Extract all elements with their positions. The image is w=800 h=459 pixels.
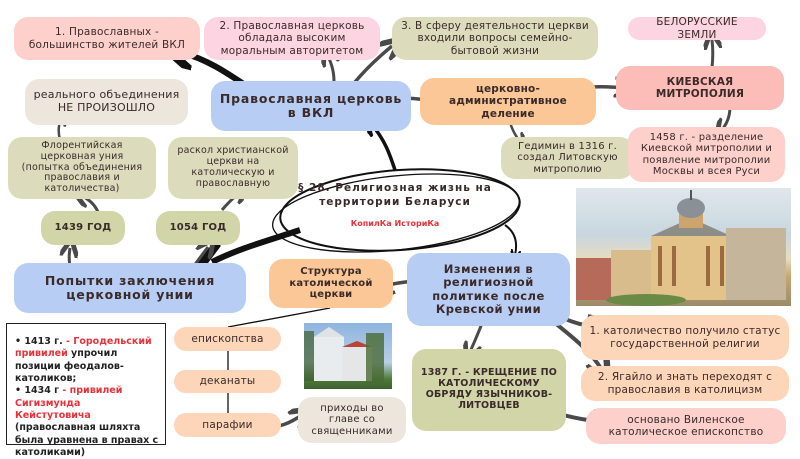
privilege-1434: 1434 г - привилей Сигизмунда Кейстутович…: [15, 385, 159, 459]
watermark-subtitle: КопилКа ИсториКа: [350, 219, 440, 228]
privilege-1413: 1413 г. - Городельский привилей упрочил …: [15, 336, 159, 385]
vilnius-bishopric-box: основано Виленское католическое епископс…: [586, 408, 786, 444]
arrow-ellipse-to-orthodox: [372, 125, 397, 171]
bishoprics-box: епископства: [174, 327, 281, 351]
krevo-changes-box: Изменения в религиозной политике после К…: [407, 253, 570, 326]
title-ellipse: [271, 168, 521, 253]
fact1-box: 1. Православных - большинство жителей ВК…: [14, 17, 200, 60]
parishes-box: парафии: [174, 413, 281, 437]
no-unification-box: реального объединения НЕ ПРОИЗОШЛО: [25, 79, 188, 125]
privileges-note: 1413 г. - Городельский привилей упрочил …: [6, 323, 166, 458]
year-1439-badge: 1439 ГОД: [41, 211, 125, 245]
catholic-church-photo: [304, 323, 392, 389]
split-1458-box: 1458 г. - разделение Киевской митрополии…: [628, 127, 785, 182]
jagiello-convert-box: 2. Ягайло и знать переходят с православи…: [581, 366, 789, 401]
baptism-1387-box: 1387 Г. - КРЕЩЕНИЕ ПО КАТОЛИЧЕСКОМУ ОБРЯ…: [412, 349, 566, 431]
florentine-union-box: Флорентийская церковная уния (попытка об…: [8, 137, 156, 199]
catholic-structure-box: Структура католической церкви: [269, 259, 393, 308]
orthodox-church-painting: [576, 188, 791, 306]
admin-division-box: церковно-административное деление: [420, 78, 596, 125]
parishes-desc-box: приходы во главе со священниками: [298, 397, 406, 443]
arrow-ellipse-to-krevo: [504, 224, 516, 255]
kiev-metropolis-box: КИЕВСКАЯ МИТРОПОЛИЯ: [616, 66, 784, 110]
orthodox-church-box: Православная церковь в ВКЛ: [211, 81, 411, 131]
fact2-box: 2. Православная церковь обладала высоким…: [204, 17, 380, 60]
fact3-box: 3. В сферу деятельности церкви входили в…: [392, 17, 598, 60]
deaneries-box: деканаты: [174, 370, 281, 393]
union-attempts-box: Попытки заключения церковной унии: [14, 263, 246, 313]
year-1054-badge: 1054 ГОД: [156, 211, 240, 245]
belarusian-lands-box: БЕЛОРУССКИЕ ЗЕМЛИ: [628, 16, 766, 41]
gedimin-box: Гедимин в 1316 г. создал Литовскую митро…: [501, 137, 634, 179]
schism-box: раскол христианской церкви на католическ…: [168, 137, 298, 199]
catholic-state-box: 1. католичество получило статус государс…: [581, 315, 789, 360]
page-title: § 28. Религиозная жизнь на территории Бе…: [298, 182, 492, 208]
arrow-kiev-to-lands: [712, 40, 713, 69]
